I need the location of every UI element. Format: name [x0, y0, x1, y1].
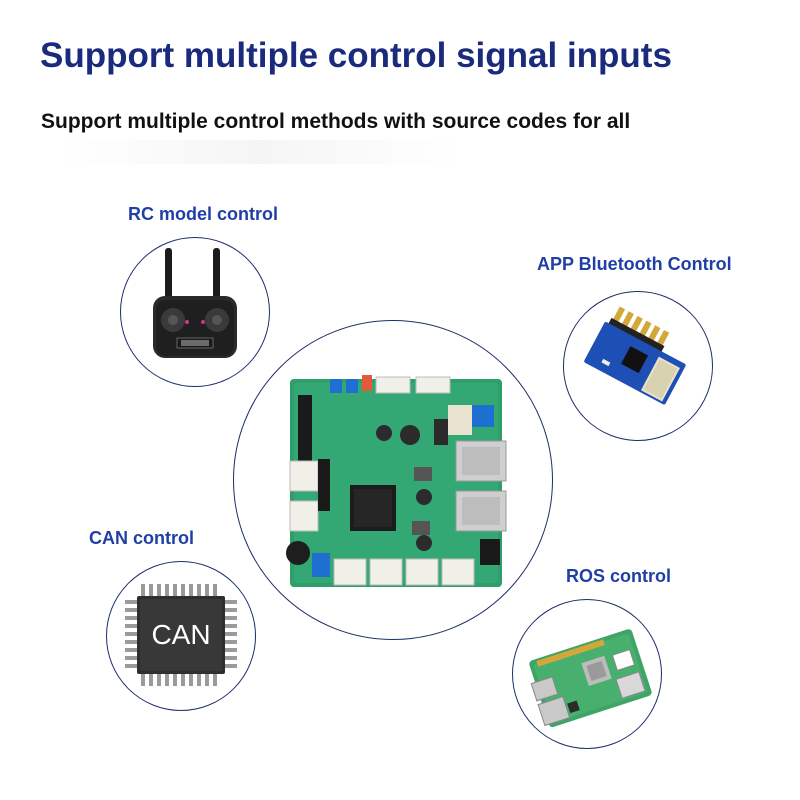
- ros-control-label: ROS control: [566, 566, 672, 586]
- page-subtitle: Support multiple control methods with so…: [41, 110, 631, 133]
- ros-control-circle: [512, 599, 662, 749]
- center-board-circle: [233, 320, 553, 640]
- decorative-divider: [60, 140, 460, 164]
- driver-board-icon: [286, 375, 507, 587]
- bluetooth-control-label: APP Bluetooth Control: [537, 254, 732, 274]
- bluetooth-module-icon: [584, 306, 686, 405]
- can-control-label: CAN control: [89, 528, 194, 548]
- can-chip-text: CAN: [151, 619, 210, 650]
- bluetooth-control-circle: [563, 291, 713, 441]
- rc-control-label: RC model control: [128, 204, 279, 224]
- raspberry-pi-board-icon: [529, 629, 652, 728]
- can-control-circle: CAN: [106, 561, 256, 711]
- page-title: Support multiple control signal inputs: [40, 36, 672, 75]
- rc-control-circle: [120, 237, 270, 387]
- can-chip-icon: CAN: [125, 584, 237, 686]
- rc-transmitter-icon: [153, 248, 237, 358]
